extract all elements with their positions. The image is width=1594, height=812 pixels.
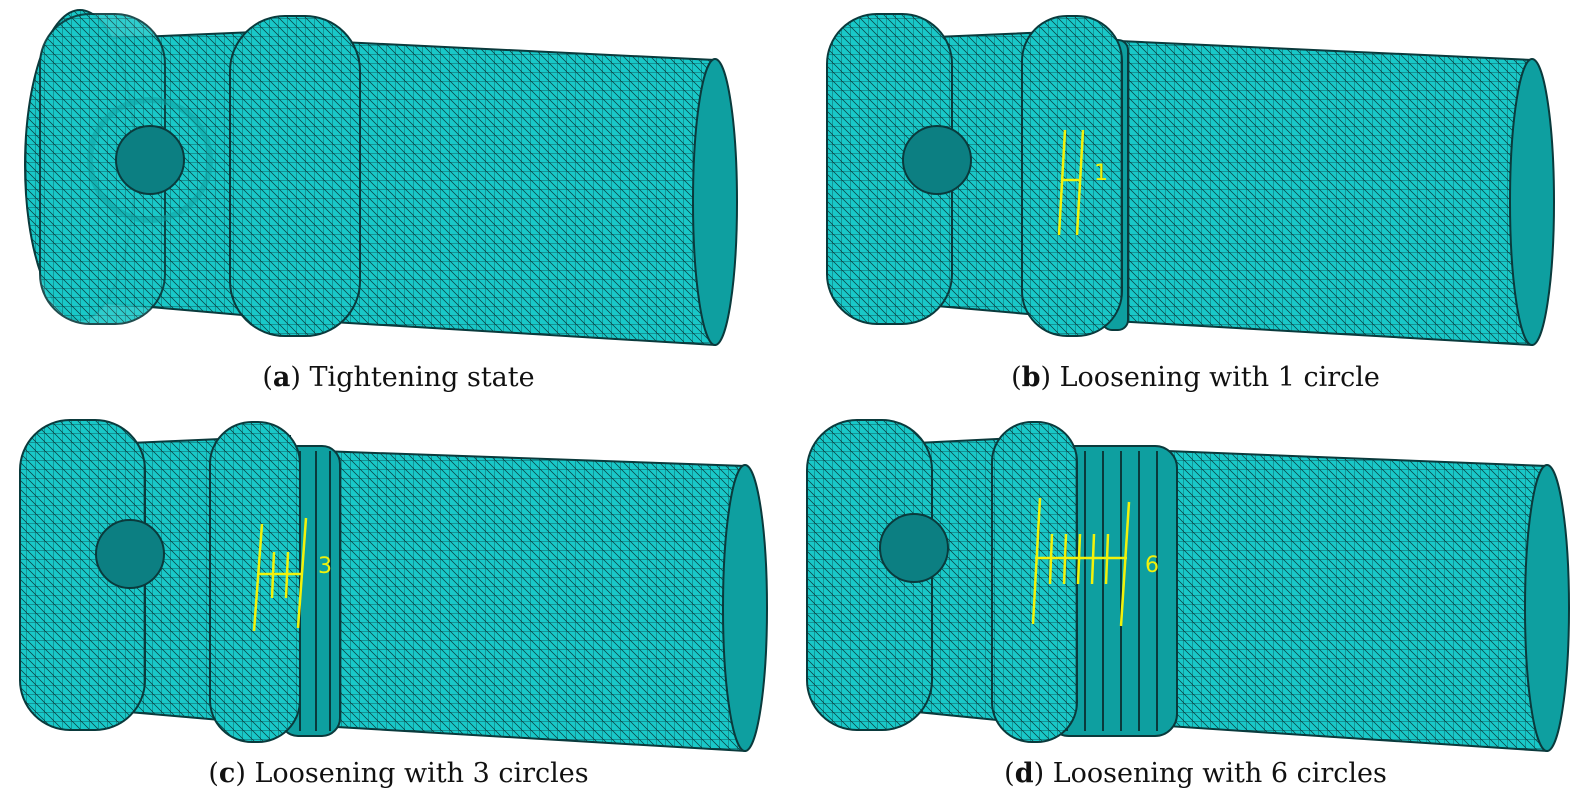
- exposed-thread: [1046, 445, 1178, 737]
- panel-letter: c: [218, 758, 236, 789]
- marker-number: 6: [1145, 553, 1159, 578]
- mesh-model-a: [24, 9, 738, 347]
- loosening-marker: [1031, 497, 1131, 627]
- caption-d: (d) Loosening with 6 circles: [1004, 758, 1387, 789]
- caption-text: Loosening with 3 circles: [254, 758, 589, 789]
- tube: [299, 38, 731, 347]
- panel-letter: b: [1021, 362, 1041, 393]
- caption-a: (a) Tightening state: [262, 362, 535, 393]
- collar: [1021, 15, 1123, 337]
- hole: [95, 519, 165, 589]
- panel-a: (a) Tightening state: [0, 0, 797, 406]
- marker-number: 1: [1094, 161, 1108, 186]
- panel-letter: a: [272, 362, 291, 393]
- caption-text: Tightening state: [309, 362, 535, 393]
- hole: [115, 125, 185, 195]
- marker-number: 3: [318, 554, 332, 579]
- collar: [229, 15, 361, 337]
- tube: [1096, 38, 1548, 347]
- caption-text: Loosening with 1 circle: [1059, 362, 1380, 393]
- hole: [879, 513, 949, 583]
- mesh-model-b: 1: [826, 13, 1555, 347]
- panel-b: 1 (b) Loosening with 1 circle: [797, 0, 1594, 406]
- mesh-model-c: 3: [19, 419, 768, 753]
- loosening-marker: [252, 517, 308, 632]
- panel-letter: d: [1014, 758, 1034, 789]
- panel-d: 6 (d) Loosening with 6 circles: [797, 406, 1594, 812]
- caption-c: (c) Loosening with 3 circles: [208, 758, 589, 789]
- caption-b: (b) Loosening with 1 circle: [1011, 362, 1380, 393]
- tube: [1166, 449, 1563, 753]
- hole: [902, 125, 972, 195]
- loosening-marker: [1057, 129, 1085, 236]
- caption-text: Loosening with 6 circles: [1052, 758, 1387, 789]
- mesh-model-d: 6: [806, 419, 1570, 753]
- tube: [319, 449, 761, 753]
- panel-c: 3 (c) Loosening with 3 circles: [0, 406, 797, 812]
- collar: [209, 421, 301, 743]
